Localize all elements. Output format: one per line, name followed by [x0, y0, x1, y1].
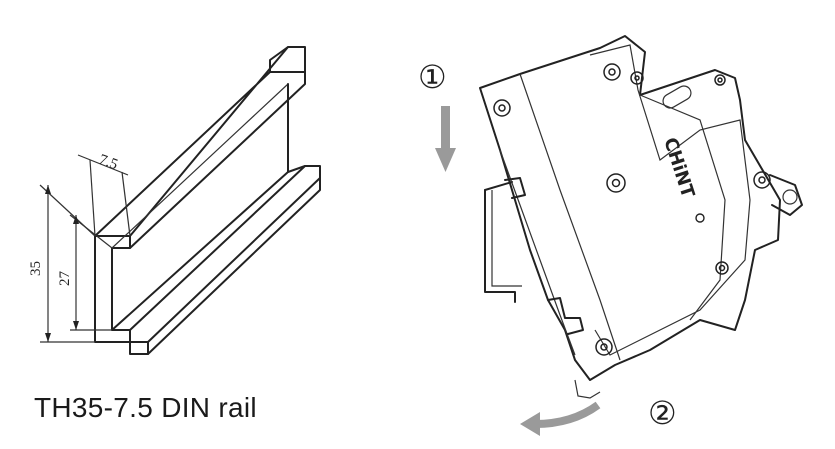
step-1-marker: ①: [418, 58, 447, 96]
breaker-drawing: [435, 35, 803, 436]
brand-logo: CHiNT: [659, 135, 698, 201]
dim-label-depth: 7.5: [97, 152, 120, 173]
rotate-arrow: [520, 401, 601, 436]
dim-label-inner-height: 27: [57, 271, 73, 287]
dim-label-outer-height: 35: [28, 261, 44, 276]
rail-caption: TH35-7.5 DIN rail: [34, 392, 257, 423]
push-down-arrow: [435, 106, 456, 172]
step-2-marker: ②: [648, 394, 677, 432]
din-rail-drawing: [39, 46, 321, 355]
